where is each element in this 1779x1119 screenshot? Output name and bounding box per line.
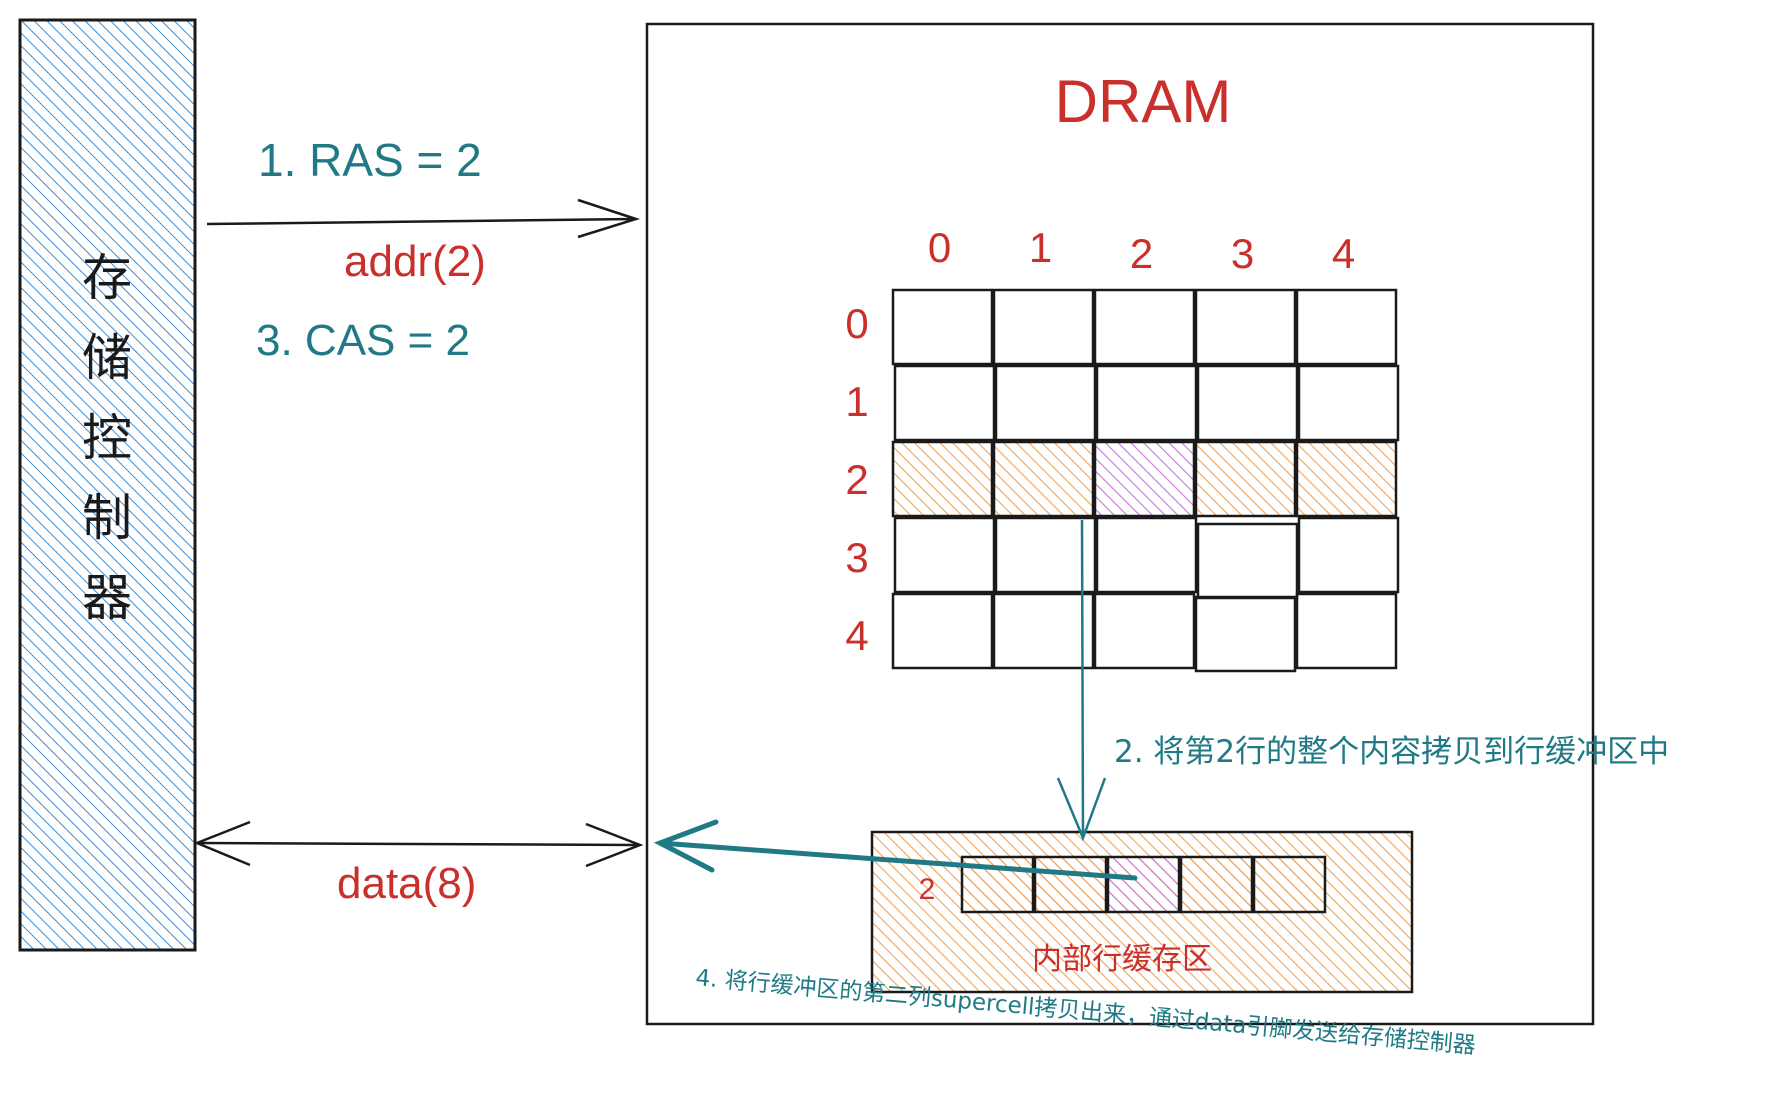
supercell-out-arrow	[653, 819, 1138, 881]
cas-signal-label: 3. CAS = 2	[256, 316, 470, 365]
row-label: 0	[845, 300, 868, 347]
row-buffer-cell	[1106, 855, 1181, 914]
supercell-1-4	[1297, 364, 1400, 442]
column-label: 1	[1029, 224, 1052, 271]
supercell-grid	[891, 288, 1400, 673]
supercell-0-0	[891, 288, 994, 366]
row-buffer-cell	[1179, 855, 1254, 914]
row-buffer: 2 内部行缓存区	[870, 830, 1414, 994]
supercell-2-0	[891, 440, 994, 518]
step2-label: 2. 将第2行的整个内容拷贝到行缓冲区中	[1114, 734, 1669, 770]
row-buffer-cell	[1033, 855, 1108, 914]
row-label: 3	[845, 534, 868, 581]
data-bus-label: data(8)	[337, 859, 476, 908]
dram-title: DRAM	[1055, 68, 1232, 135]
column-label: 2	[1130, 230, 1153, 277]
row-label: 1	[845, 378, 868, 425]
supercell-0-3	[1194, 288, 1297, 366]
address-bus-label: addr(2)	[344, 237, 486, 286]
row-buffer-cell	[1252, 855, 1327, 914]
supercell-4-1	[992, 592, 1095, 670]
supercell-1-3	[1196, 364, 1299, 442]
supercell-4-3	[1194, 595, 1297, 673]
supercell-3-1	[994, 516, 1097, 594]
dram-chip: DRAM	[645, 22, 1595, 1026]
supercell-3-4	[1297, 516, 1400, 594]
row-buffer-row-label: 2	[919, 873, 936, 906]
supercell-2-3	[1194, 440, 1297, 518]
supercell-3-0	[893, 516, 996, 594]
supercell-3-3	[1196, 522, 1299, 600]
row-labels: 0 1 2 3 4	[845, 300, 868, 659]
controller-label: 存储控制器	[82, 249, 132, 627]
memory-controller: 存储控制器	[18, 18, 197, 952]
ras-signal-label: 1. RAS = 2	[258, 134, 482, 186]
column-label: 4	[1332, 230, 1355, 277]
copy-row-arrow	[1056, 519, 1107, 842]
supercell-0-2	[1093, 288, 1196, 366]
column-label: 3	[1231, 230, 1254, 277]
address-line-arrow	[206, 198, 641, 239]
supercell-1-2	[1095, 364, 1198, 442]
row-buffer-label: 内部行缓存区	[1032, 942, 1212, 977]
data-line-arrow	[193, 820, 644, 868]
supercell-4-0	[891, 592, 994, 670]
supercell-2-1	[992, 440, 1095, 518]
column-label: 0	[928, 224, 951, 271]
supercell-2-4	[1295, 440, 1398, 518]
column-labels: 0 1 2 3 4	[928, 224, 1355, 277]
supercell-0-4	[1295, 288, 1398, 366]
supercell-4-2	[1093, 592, 1196, 670]
supercell-3-2	[1095, 516, 1198, 594]
row-label: 4	[845, 612, 868, 659]
row-label: 2	[845, 456, 868, 503]
supercell-0-1	[992, 288, 1095, 366]
supercell-2-2	[1093, 440, 1196, 518]
supercell-1-0	[893, 364, 996, 442]
row-buffer-cells	[960, 855, 1327, 914]
supercell-4-4	[1295, 592, 1398, 670]
supercell-1-1	[994, 364, 1097, 442]
